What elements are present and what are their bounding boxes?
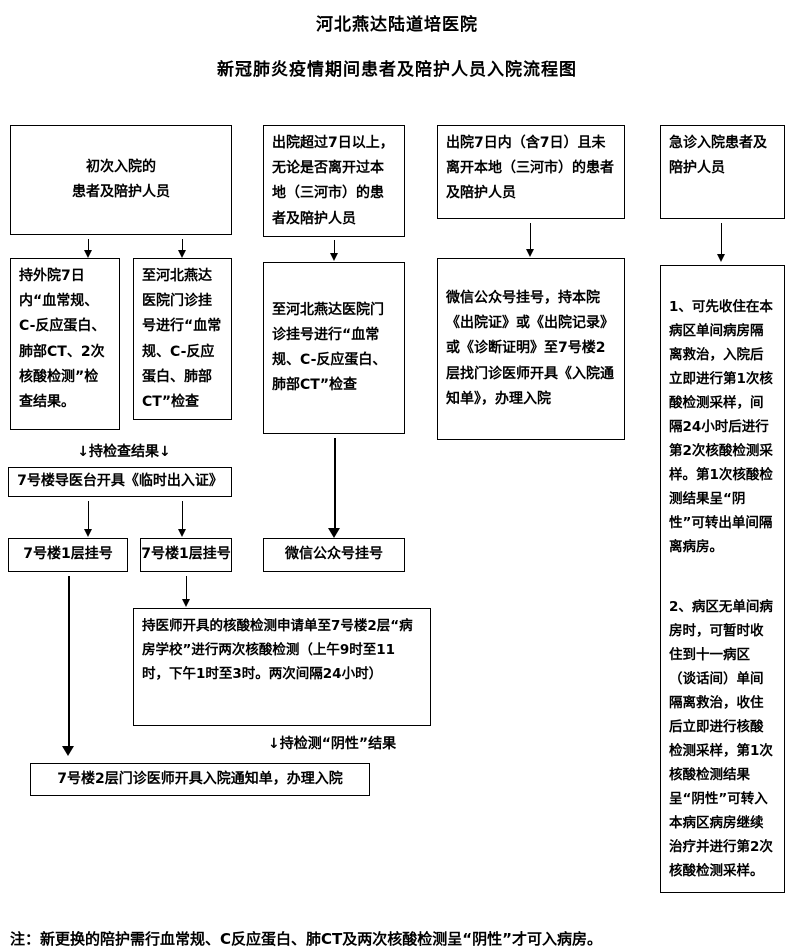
box-yanda-outpatient-check-2: 至河北燕达医院门诊挂号进行“血常规、C-反应蛋白、肺部CT”检查 xyxy=(263,262,405,434)
footnote: 注：新更换的陪护需行血常规、C反应蛋白、肺CT及两次核酸检测呈“阴性”才可入病房… xyxy=(10,930,602,948)
arrow-register-to-final xyxy=(62,576,74,756)
box-first-admission: 初次入院的 患者及陪护人员 xyxy=(10,125,232,235)
box-register-building7-b: 7号楼1层挂号 xyxy=(140,538,232,572)
emergency-note-1: 1、可先收住在本病区单间病房隔离救治，入院后立即进行第1次核酸检测采样，间隔24… xyxy=(669,299,773,556)
arrow-pass-to-register-left xyxy=(84,501,92,537)
box-discharged-within-7-days: 出院7日内（含7日）且未离开本地（三河市）的患者及陪护人员 xyxy=(437,125,625,219)
arrow-first-to-external xyxy=(84,239,92,258)
box-final-admission: 7号楼2层门诊医师开具入院通知单，办理入院 xyxy=(30,763,370,796)
flowchart-title: 新冠肺炎疫情期间患者及陪护人员入院流程图 xyxy=(217,60,577,80)
label-hold-negative-result: ↓持检测“阴性”结果 xyxy=(268,736,397,752)
arrow-register-to-nucleic xyxy=(182,576,190,607)
emergency-note-2: 2、病区无单间病房时，可暂时收住到十一病区（谈话间）单间隔离救治，收住后立即进行… xyxy=(669,599,773,880)
label-hold-check-results: ↓持检查结果↓ xyxy=(77,444,171,460)
arrow-c2-down xyxy=(330,240,338,261)
box-yanda-outpatient-check-1: 至河北燕达医院门诊挂号进行“血常规、C-反应蛋白、肺部CT”检查 xyxy=(133,258,232,420)
arrow-c3-down xyxy=(526,223,534,257)
box-emergency-admission: 急诊入院患者及陪护人员 xyxy=(660,125,785,219)
arrow-first-to-hospital-check xyxy=(178,239,186,258)
arrow-check-to-wechat-register xyxy=(328,438,340,538)
box-external-test-results: 持外院7日内“血常规、C-反应蛋白、肺部CT、2次核酸检测”检查结果。 xyxy=(10,258,120,430)
arrow-pass-to-register-right xyxy=(178,501,186,537)
box-emergency-procedure: 1、可先收住在本病区单间病房隔离救治，入院后立即进行第1次核酸检测采样，间隔24… xyxy=(660,265,785,893)
box-wechat-admission: 微信公众号挂号，持本院《出院证》或《出院记录》或《诊断证明》至7号楼2层找门诊医… xyxy=(437,258,625,440)
box-temporary-pass: 7号楼导医台开具《临时出入证》 xyxy=(8,467,232,497)
box-register-wechat: 微信公众号挂号 xyxy=(263,538,405,572)
hospital-title: 河北燕达陆道培医院 xyxy=(316,15,478,35)
arrow-emergency-down xyxy=(717,223,725,262)
box-discharged-over-7-days: 出院超过7日以上，无论是否离开过本地（三河市）的患者及陪护人员 xyxy=(263,125,405,237)
box-nucleic-acid-test: 持医师开具的核酸检测申请单至7号楼2层“病房学校”进行两次核酸检测（上午9时至1… xyxy=(133,608,431,726)
box-register-building7-a: 7号楼1层挂号 xyxy=(8,538,128,572)
